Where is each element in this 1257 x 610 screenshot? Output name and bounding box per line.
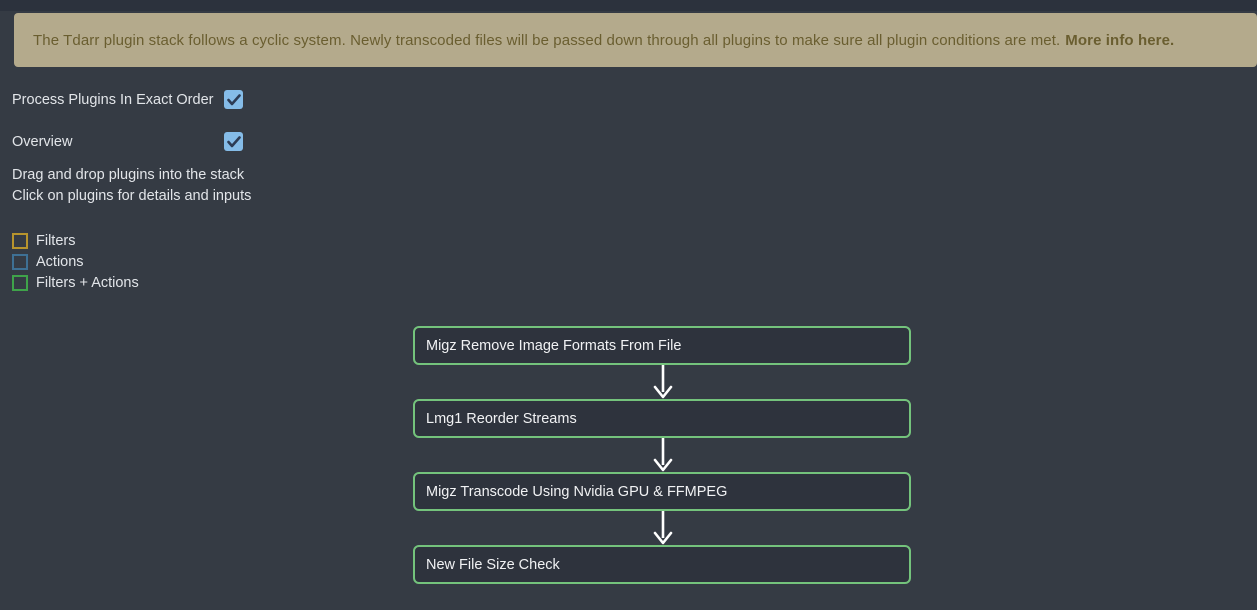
filters-swatch-icon <box>12 233 28 249</box>
instruction-click-plugins: Click on plugins for details and inputs <box>12 188 252 204</box>
process-order-checkbox[interactable] <box>224 90 243 109</box>
plugin-label: Lmg1 Reorder Streams <box>426 410 577 427</box>
legend-item-actions: Actions <box>12 254 84 270</box>
plugin-label: Migz Transcode Using Nvidia GPU & FFMPEG <box>426 483 728 500</box>
plugin-label: New File Size Check <box>426 556 560 573</box>
overview-label: Overview <box>12 134 73 150</box>
plugin-box-migz-transcode-nvidia[interactable]: Migz Transcode Using Nvidia GPU & FFMPEG <box>413 472 911 511</box>
overview-checkbox[interactable] <box>224 132 243 151</box>
info-banner-text: The Tdarr plugin stack follows a cyclic … <box>33 31 1061 49</box>
legend-label: Filters <box>36 233 76 249</box>
arrow-down-icon <box>653 438 673 472</box>
arrow-down-icon <box>653 365 673 399</box>
more-info-link[interactable]: More info here. <box>1065 31 1175 49</box>
instruction-drag-drop: Drag and drop plugins into the stack <box>12 167 245 183</box>
info-banner: The Tdarr plugin stack follows a cyclic … <box>14 13 1257 67</box>
check-icon <box>226 135 241 147</box>
legend-label: Actions <box>36 254 84 270</box>
plugin-box-new-file-size-check[interactable]: New File Size Check <box>413 545 911 584</box>
actions-swatch-icon <box>12 254 28 270</box>
check-icon <box>226 93 241 105</box>
top-strip <box>0 0 1257 11</box>
process-order-label: Process Plugins In Exact Order <box>12 92 214 108</box>
legend-label: Filters + Actions <box>36 275 139 291</box>
plugin-label: Migz Remove Image Formats From File <box>426 337 682 354</box>
legend-item-filters: Filters <box>12 233 75 249</box>
filters-actions-swatch-icon <box>12 275 28 291</box>
plugin-box-lmg1-reorder-streams[interactable]: Lmg1 Reorder Streams <box>413 399 911 438</box>
plugin-box-migz-remove-image-formats[interactable]: Migz Remove Image Formats From File <box>413 326 911 365</box>
arrow-down-icon <box>653 511 673 545</box>
legend-item-filters-actions: Filters + Actions <box>12 275 139 291</box>
